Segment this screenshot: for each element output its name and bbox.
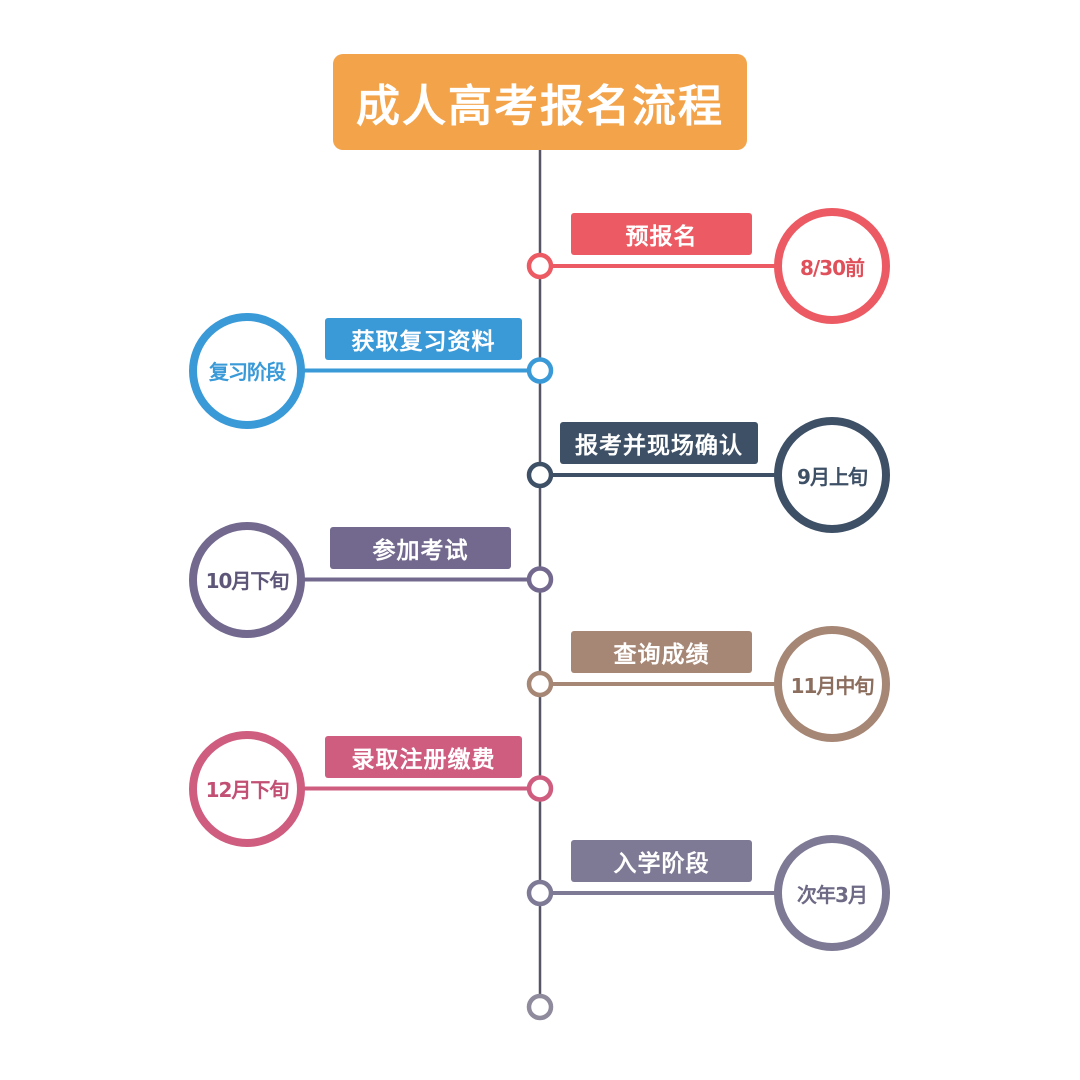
timeline-end-node [526, 993, 554, 1021]
timeline-node [526, 775, 554, 802]
stage-time-circle: 8/30前 [774, 208, 890, 324]
timeline-node [526, 461, 554, 489]
stage-time-circle: 复习阶段 [189, 312, 305, 429]
stage-label: 参加考试 [330, 526, 511, 569]
stage-label: 预报名 [571, 213, 752, 255]
timeline-node [526, 357, 554, 384]
stage-label: 报考并现场确认 [560, 422, 758, 464]
title-box: 成人高考报名流程 [333, 54, 747, 150]
stage-time-circle: 次年3月 [774, 835, 890, 951]
stage-label: 查询成绩 [571, 631, 752, 673]
stage-label: 获取复习资料 [325, 317, 522, 360]
stage-time-circle: 12月下旬 [189, 730, 305, 847]
stage-label: 入学阶段 [571, 840, 752, 882]
timeline-node [526, 252, 554, 280]
stage-label: 录取注册缴费 [325, 735, 522, 778]
timeline-node [526, 879, 554, 907]
stage-time-circle: 9月上旬 [774, 417, 890, 533]
stage-time-circle: 11月中旬 [774, 626, 890, 742]
stage-time-circle: 10月下旬 [189, 521, 305, 638]
timeline-node [526, 566, 554, 593]
timeline-node [526, 670, 554, 698]
